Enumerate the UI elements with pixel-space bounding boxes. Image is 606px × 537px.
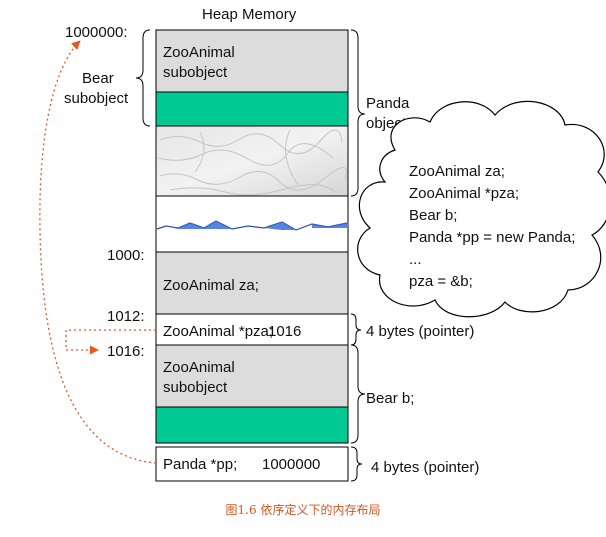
code-line-6: pza = &b; [409, 273, 473, 290]
pp-block [155, 446, 349, 482]
code-line-4: Panda *pp = new Panda; [409, 229, 575, 246]
panda-zooanimal-label-1: ZooAnimal [163, 44, 235, 61]
panda-bear-block [155, 91, 349, 127]
bear-zooanimal-block [155, 344, 349, 408]
bear-b-label: Bear b; [366, 390, 414, 407]
heap-memory-title: Heap Memory [202, 6, 297, 23]
pp-decl: Panda *pp; [163, 456, 237, 473]
panda-zooanimal-block [155, 29, 349, 93]
heap-gap-block [155, 195, 349, 253]
bear-own-block [155, 406, 349, 444]
code-line-5: ... [409, 251, 422, 268]
pp-size-brace [350, 446, 363, 482]
pza-value: 1016 [268, 323, 301, 340]
bear-b-brace [350, 344, 366, 444]
pp-value: 1000000 [262, 456, 320, 473]
pp-pointer-arrow [39, 40, 157, 464]
code-line-1: ZooAnimal za; [409, 163, 505, 180]
pza-pointer-arrow [65, 329, 156, 355]
bear-zooanimal-label-2: subobject [163, 379, 228, 396]
pza-decl: ZooAnimal *pza; [163, 323, 273, 340]
address-1012: 1012: [107, 308, 145, 325]
marble-texture [157, 129, 347, 196]
code-line-2: ZooAnimal *pza; [409, 185, 519, 202]
address-1000000: 1000000: [65, 24, 128, 41]
panda-object-brace [350, 29, 366, 197]
panda-zooanimal-label-2: subobject [163, 64, 228, 81]
address-1016: 1016: [107, 343, 145, 360]
code-line-3: Bear b; [409, 207, 457, 224]
torn-edge-fill [166, 221, 347, 230]
address-1000: 1000: [107, 247, 145, 264]
pza-size-label: 4 bytes (pointer) [366, 323, 474, 340]
figure-caption: 图1.6 依序定义下的内存布局 [226, 502, 381, 517]
bear-subobject-label-1: Bear [82, 70, 114, 87]
panda-object-label-1: Panda [366, 95, 410, 112]
pza-size-brace [350, 313, 362, 346]
code-cloud [357, 100, 606, 318]
bear-zooanimal-label-1: ZooAnimal [163, 359, 235, 376]
za-label: ZooAnimal za; [163, 277, 259, 294]
bear-subobject-brace [135, 29, 151, 127]
za-block [155, 251, 349, 315]
bear-subobject-label-2: subobject [64, 90, 129, 107]
pp-size-label: 4 bytes (pointer) [371, 459, 479, 476]
